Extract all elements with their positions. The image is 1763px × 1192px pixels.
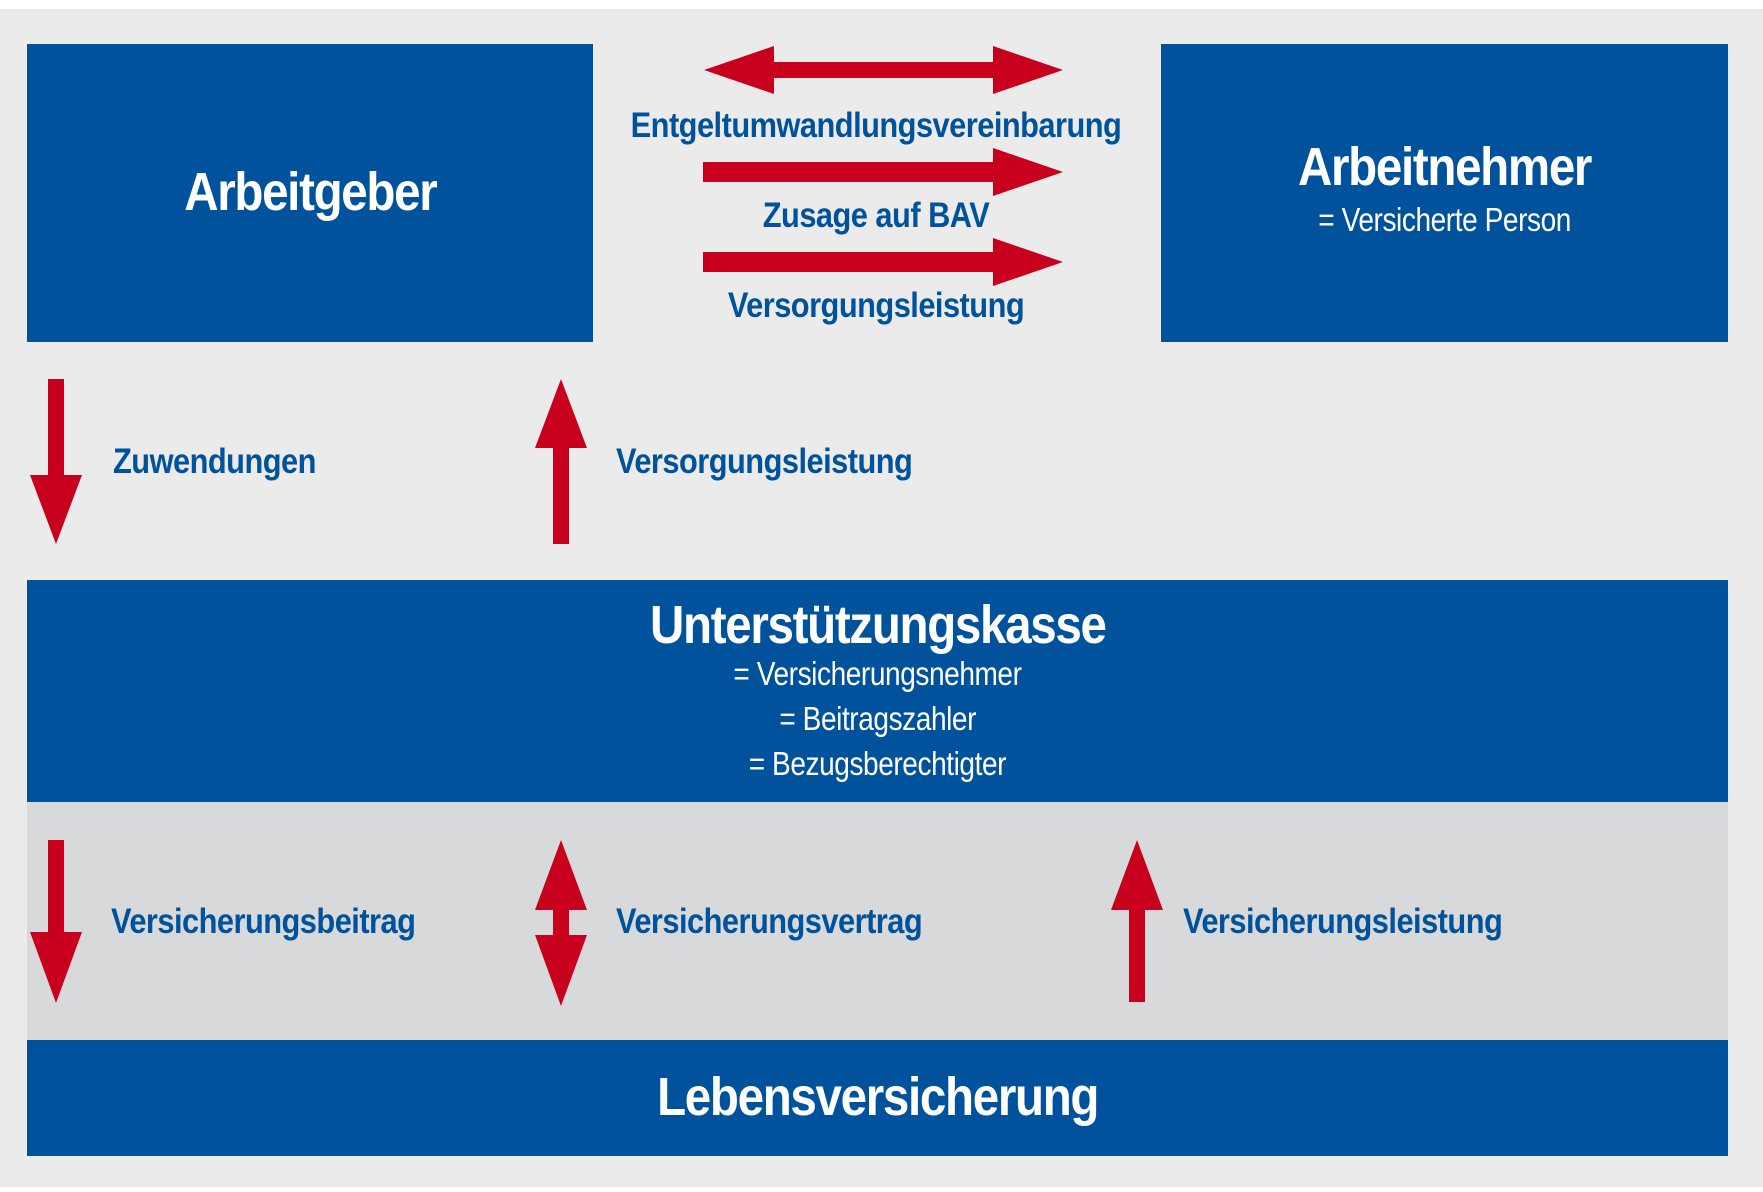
employee-subtitle: = Versicherte Person [1318,201,1571,239]
support-fund-box: Unterstützungskasse = Versicherungsnehme… [27,580,1728,802]
double-arrow-horizontal-icon [704,46,1063,94]
employee-title: Arbeitnehmer [1297,136,1592,197]
support-fund-line: = Bezugsberechtigter [748,745,1007,783]
relation-label: Zusage auf BAV [762,196,990,235]
arrow-right-icon [703,148,1063,196]
arrow-down-icon [30,379,82,544]
arrow-down-icon [30,840,82,1003]
life-insurance-title: Lebensversicherung [656,1067,1099,1128]
support-fund-line: = Versicherungsnehmer [733,655,1022,693]
employee-box: Arbeitnehmer = Versicherte Person [1161,44,1728,342]
relation-label: Versicherungsleistung [1183,902,1503,941]
arrow-right-icon [703,238,1063,286]
support-fund-title: Unterstützungskasse [649,594,1107,655]
arrow-up-icon [1111,840,1163,1002]
relation-label: Versicherungsvertrag [616,902,923,941]
relation-label: Versicherungsbeitrag [111,902,416,941]
life-insurance-box: Lebensversicherung [27,1040,1728,1156]
employer-box: Arbeitgeber [27,44,593,342]
relation-label: Versorgungsleistung [727,286,1025,325]
employer-title: Arbeitgeber [183,162,438,223]
arrow-up-icon [535,379,587,544]
relation-label: Zuwendungen [113,442,316,481]
relation-label: Versorgungsleistung [616,442,913,481]
insurance-flow-band [27,802,1728,1040]
double-arrow-vertical-icon [535,840,587,1006]
support-fund-line: = Beitragszahler [779,700,976,738]
relation-label: Entgeltumwandlungsvereinbarung [630,106,1122,145]
